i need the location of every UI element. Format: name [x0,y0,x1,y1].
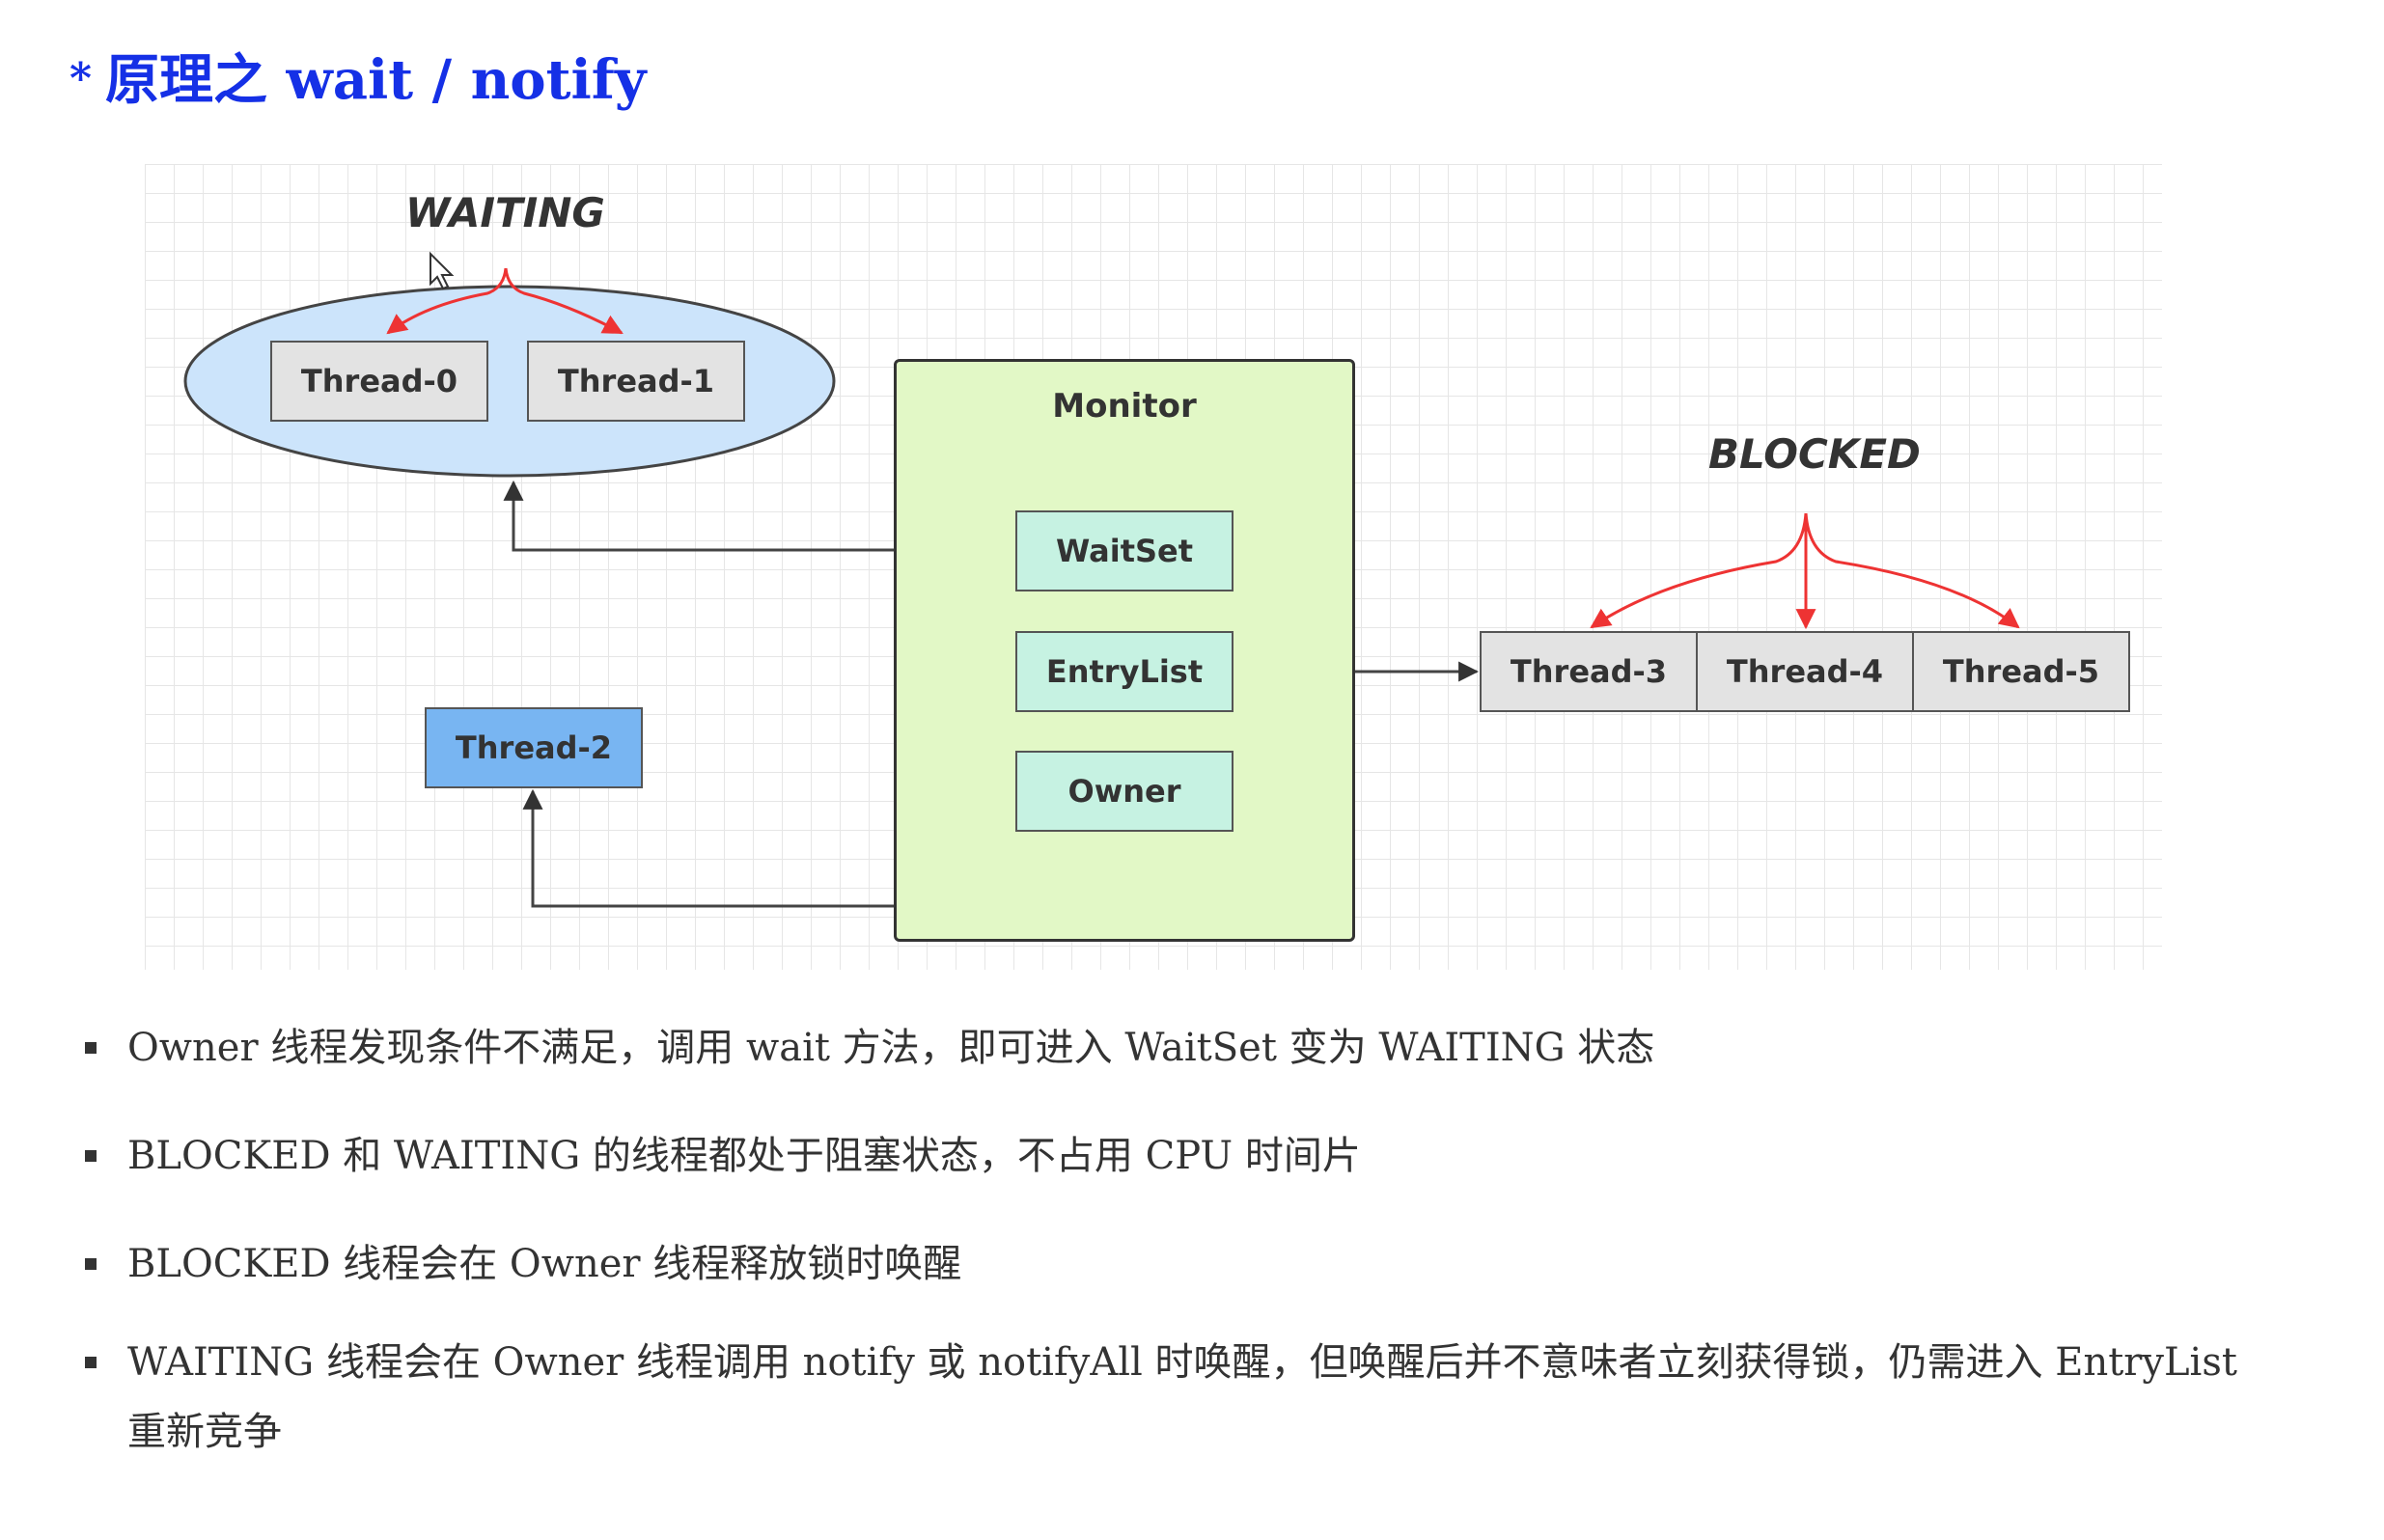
list-item: BLOCKED 和 WAITING 的线程都处于阻塞状态，不占用 CPU 时间片 [79,1121,2260,1191]
owner-thread-2: Thread-2 [425,707,643,788]
waiting-thread-1: Thread-1 [527,341,745,422]
monitor-diagram: WAITING BLOCKED Thread-0 Thread-1 Thread… [145,164,2162,970]
waitset-to-waiting-connector [503,480,1015,552]
title-text: 原理之 wait / notify [105,48,647,112]
monitor-waitset-slot: WaitSet [1015,510,1234,591]
waiting-set-ellipse [183,285,836,478]
blocked-label: BLOCKED [1708,430,1921,478]
blocked-arrow-thread-3 [1590,512,1808,629]
monitor-owner-slot: Owner [1015,751,1234,832]
explanation-list: Owner 线程发现条件不满足，调用 wait 方法，即可进入 WaitSet … [79,1013,2260,1505]
mouse-cursor-icon [430,251,455,290]
list-item: WAITING 线程会在 Owner 线程调用 notify 或 notifyA… [79,1328,2260,1467]
list-item: Owner 线程发现条件不满足，调用 wait 方法，即可进入 WaitSet … [79,1013,2260,1083]
blocked-arrow-thread-5 [1804,512,2020,629]
waiting-arrow-thread-0 [386,267,508,335]
monitor-title: Monitor [1052,387,1197,426]
waiting-arrow-thread-1 [504,267,624,335]
page-title: *原理之 wait / notify [69,37,646,115]
waiting-thread-0: Thread-0 [270,341,488,422]
monitor-entrylist-slot: EntryList [1015,631,1234,712]
blocked-thread-5: Thread-5 [1912,631,2130,712]
blocked-thread-4: Thread-4 [1696,631,1914,712]
title-star: * [69,54,93,103]
waiting-label: WAITING [405,189,605,236]
list-item: BLOCKED 线程会在 Owner 线程释放锁时唤醒 [79,1229,2260,1299]
blocked-thread-3: Thread-3 [1480,631,1698,712]
